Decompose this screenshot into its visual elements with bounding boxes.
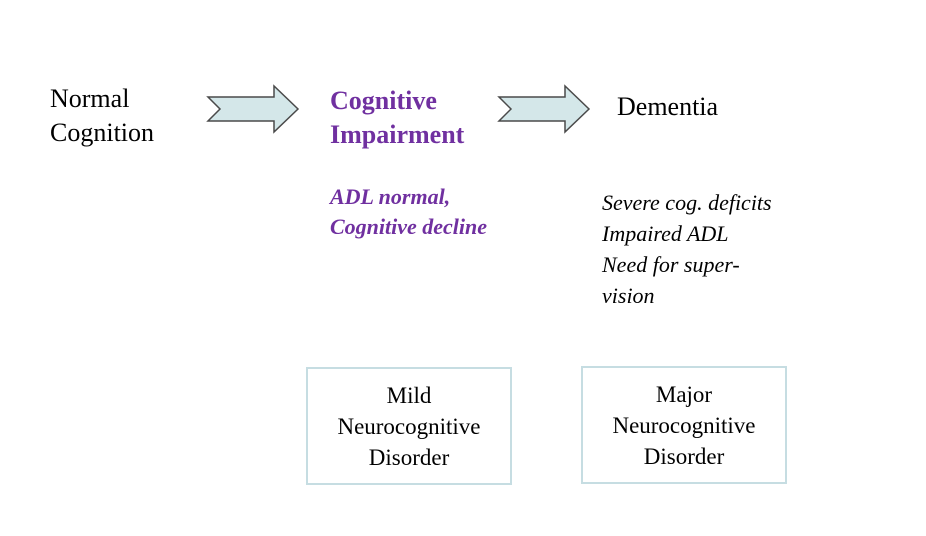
stage-dementia: Dementia (617, 92, 719, 121)
major-ncd-label: Major Neurocognitive Disorder (612, 381, 756, 469)
right-arrow-icon (206, 84, 300, 134)
major-neurocognitive-disorder-box: Major Neurocognitive Disorder (581, 366, 787, 484)
mild-ncd-label: Mild Neurocognitive Disorder (337, 382, 481, 470)
mci-description: ADL normal, Cognitive decline (330, 184, 488, 239)
stage-normal-cognition: Normal Cognition (50, 84, 155, 147)
dementia-description: Severe cog. deficits Impaired ADL Need f… (602, 190, 772, 308)
stage-cognitive-impairment: Cognitive Impairment (330, 86, 465, 149)
mild-neurocognitive-disorder-box: Mild Neurocognitive Disorder (306, 367, 512, 485)
right-arrow-icon (497, 84, 591, 134)
